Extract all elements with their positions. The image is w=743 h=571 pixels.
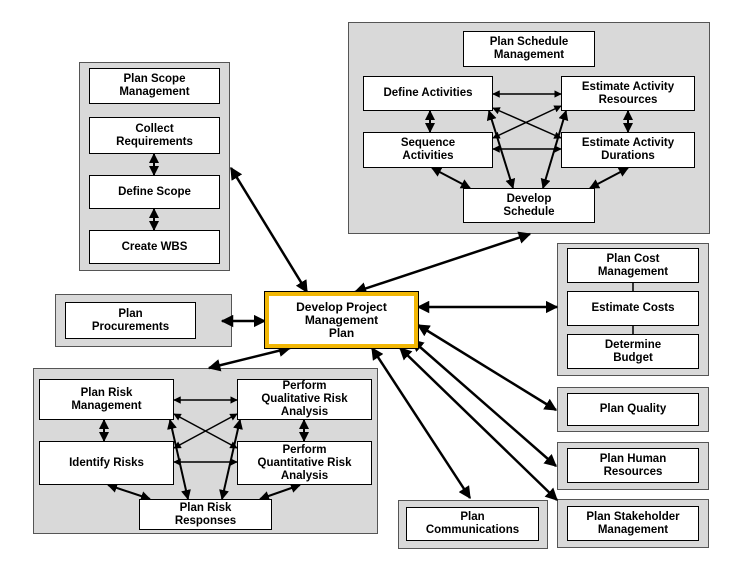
plan-procurements-node[interactable]: Plan Procurements xyxy=(65,302,196,339)
plan-quality-node[interactable]: Plan Quality xyxy=(567,393,699,426)
estimate-activity-durations-node[interactable]: Estimate Activity Durations xyxy=(561,132,695,168)
sequence-activities-node[interactable]: Sequence Activities xyxy=(363,132,493,168)
create-wbs-node[interactable]: Create WBS xyxy=(89,230,220,264)
arrow-central-communications xyxy=(370,346,472,500)
identify-risks-node[interactable]: Identify Risks xyxy=(39,441,174,485)
plan-human-resources-node[interactable]: Plan Human Resources xyxy=(567,448,699,483)
develop-pm-plan-node[interactable]: Develop Project Management Plan xyxy=(264,291,419,349)
plan-scope-mgmt-node[interactable]: Plan Scope Management xyxy=(89,68,220,104)
arrow-defact-dev xyxy=(486,110,516,189)
define-scope-node[interactable]: Define Scope xyxy=(89,175,220,209)
arrow-central-risk xyxy=(207,344,292,372)
arrow-central-quality xyxy=(416,323,558,412)
determine-budget-node[interactable]: Determine Budget xyxy=(567,334,699,369)
arrow-central-human-resources xyxy=(411,339,557,467)
define-activities-node[interactable]: Define Activities xyxy=(363,76,493,111)
arrow-central-schedule xyxy=(353,231,532,295)
arrow-identify-responses xyxy=(107,483,151,501)
arrow-estdur-dev xyxy=(589,167,629,189)
plan-stakeholder-mgmt-node[interactable]: Plan Stakeholder Management xyxy=(567,506,699,541)
develop-schedule-node[interactable]: Develop Schedule xyxy=(463,188,595,223)
collect-requirements-node[interactable]: Collect Requirements xyxy=(89,117,220,154)
quantitative-risk-node[interactable]: Perform Quantitative Risk Analysis xyxy=(237,441,372,485)
arrow-seq-dev xyxy=(431,167,471,189)
arrow-central-stakeholder xyxy=(399,347,558,501)
plan-communications-node[interactable]: Plan Communications xyxy=(406,507,539,541)
estimate-costs-node[interactable]: Estimate Costs xyxy=(567,291,699,326)
plan-cost-mgmt-node[interactable]: Plan Cost Management xyxy=(567,248,699,283)
plan-schedule-mgmt-node[interactable]: Plan Schedule Management xyxy=(463,31,595,67)
arrow-quant-responses xyxy=(259,483,301,501)
qualitative-risk-node[interactable]: Perform Qualitative Risk Analysis xyxy=(237,379,372,420)
arrow-estres-dev xyxy=(540,110,569,189)
arrow-qual-responses xyxy=(219,419,243,500)
plan-risk-mgmt-node[interactable]: Plan Risk Management xyxy=(39,379,174,420)
estimate-activity-resources-node[interactable]: Estimate Activity Resources xyxy=(561,76,695,111)
arrow-central-scope xyxy=(229,166,309,294)
arrow-riskmgmt-responses xyxy=(167,419,191,500)
plan-risk-responses-node[interactable]: Plan Risk Responses xyxy=(139,499,272,530)
